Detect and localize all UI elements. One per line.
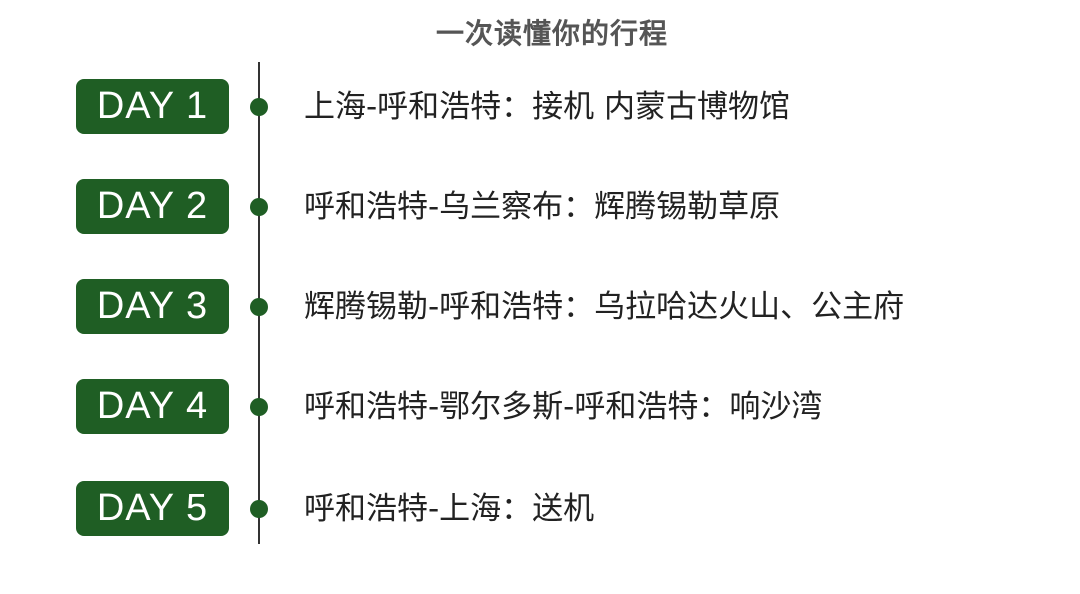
day-itinerary-text: 上海-呼和浩特：接机 内蒙古博物馆 <box>304 89 791 125</box>
itinerary-title: 一次读懂你的行程 <box>435 17 668 50</box>
timeline-dot <box>250 398 268 416</box>
day-itinerary-text: 呼和浩特-乌兰察布：辉腾锡勒草原 <box>304 189 781 225</box>
timeline-dot <box>250 98 268 116</box>
timeline-dot <box>250 500 268 518</box>
day-badge: DAY 5 <box>76 481 229 536</box>
day-badge: DAY 2 <box>76 179 229 234</box>
day-row-4: DAY 4 呼和浩特-鄂尔多斯-呼和浩特：响沙湾 <box>0 379 1080 435</box>
day-badge: DAY 3 <box>76 279 229 334</box>
timeline-dot <box>250 298 268 316</box>
day-itinerary-text: 呼和浩特-上海：送机 <box>304 491 595 527</box>
day-row-2: DAY 2 呼和浩特-乌兰察布：辉腾锡勒草原 <box>0 179 1080 235</box>
day-badge: DAY 4 <box>76 379 229 434</box>
timeline-dot <box>250 198 268 216</box>
day-row-1: DAY 1 上海-呼和浩特：接机 内蒙古博物馆 <box>0 79 1080 135</box>
day-row-5: DAY 5 呼和浩特-上海：送机 <box>0 481 1080 537</box>
day-row-3: DAY 3 辉腾锡勒-呼和浩特：乌拉哈达火山、公主府 <box>0 279 1080 335</box>
day-badge: DAY 1 <box>76 79 229 134</box>
day-itinerary-text: 辉腾锡勒-呼和浩特：乌拉哈达火山、公主府 <box>304 289 905 325</box>
day-itinerary-text: 呼和浩特-鄂尔多斯-呼和浩特：响沙湾 <box>304 389 823 425</box>
